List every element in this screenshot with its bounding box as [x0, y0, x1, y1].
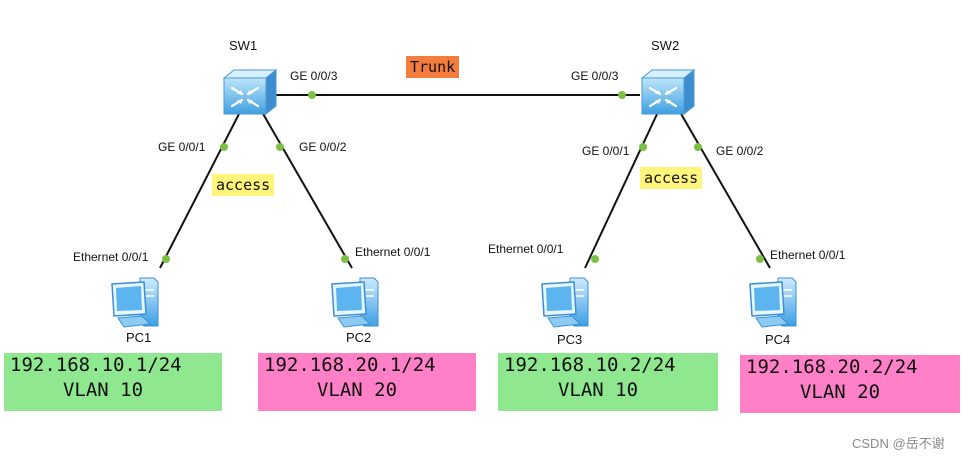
access-tag-sw2: access: [640, 167, 703, 189]
link-sw1-pc1: [159, 111, 241, 269]
pc1-label: PC1: [126, 330, 152, 345]
pc4-icon[interactable]: [749, 277, 797, 328]
sw2-label: SW2: [651, 38, 680, 53]
link-sw1-pc2: [261, 111, 353, 269]
port-dot-sw1-ge3: [308, 91, 316, 99]
port-label-sw1-ge1: GE 0/0/1: [158, 140, 206, 154]
link-sw2-pc4: [679, 111, 771, 269]
link-sw2-pc3: [584, 111, 659, 269]
sw1-label: SW1: [229, 38, 258, 53]
watermark: CSDN @岳不谢: [852, 436, 945, 451]
access-tag-sw1: access: [212, 174, 275, 196]
port-dot-pc2: [341, 255, 349, 263]
switch-sw1-icon[interactable]: [222, 68, 278, 116]
port-label-sw1-ge3: GE 0/0/3: [290, 69, 338, 83]
vlan-label: VLAN 20: [799, 381, 881, 403]
port-label-pc3-eth: Ethernet 0/0/1: [488, 242, 564, 256]
ip-address: 192.168.10.1/24: [10, 354, 182, 376]
ip-box-pc1: 192.168.10.1/24 VLAN 10: [4, 353, 222, 411]
switch-sw2-icon[interactable]: [640, 68, 696, 116]
port-label-sw1-ge2: GE 0/0/2: [299, 140, 347, 154]
ip-box-pc3: 192.168.10.2/24 VLAN 10: [498, 353, 718, 411]
pc2-label: PC2: [346, 330, 372, 345]
port-dot-pc3: [591, 255, 599, 263]
ip-box-pc2: 192.168.20.1/24 VLAN 20: [258, 353, 476, 411]
port-dot-sw2-ge3: [618, 91, 626, 99]
ip-address: 192.168.20.1/24: [264, 354, 436, 376]
pc4-label: PC4: [765, 332, 791, 347]
port-label-sw2-ge1: GE 0/0/1: [582, 144, 630, 158]
port-label-pc1-eth: Ethernet 0/0/1: [73, 250, 149, 264]
port-dot-pc1: [162, 255, 170, 263]
trunk-tag: Trunk: [406, 56, 460, 78]
port-label-sw2-ge3: GE 0/0/3: [571, 69, 619, 83]
port-dot-sw2-ge2: [694, 143, 702, 151]
port-label-pc4-eth: Ethernet 0/0/1: [770, 248, 846, 262]
vlan-label: VLAN 20: [316, 379, 398, 401]
vlan-label: VLAN 10: [62, 379, 144, 401]
port-label-pc2-eth: Ethernet 0/0/1: [355, 245, 431, 259]
ip-address: 192.168.10.2/24: [504, 354, 676, 376]
port-dot-sw1-ge1: [220, 143, 228, 151]
pc3-icon[interactable]: [541, 277, 589, 328]
ip-address: 192.168.20.2/24: [746, 356, 918, 378]
pc3-label: PC3: [557, 332, 583, 347]
port-dot-sw2-ge1: [639, 143, 647, 151]
port-label-sw2-ge2: GE 0/0/2: [716, 144, 764, 158]
port-dot-pc4: [756, 255, 764, 263]
vlan-label: VLAN 10: [557, 379, 639, 401]
ip-box-pc4: 192.168.20.2/24 VLAN 20: [740, 355, 960, 413]
pc2-icon[interactable]: [331, 277, 379, 328]
port-dot-sw1-ge2: [276, 143, 284, 151]
pc1-icon[interactable]: [111, 277, 159, 328]
